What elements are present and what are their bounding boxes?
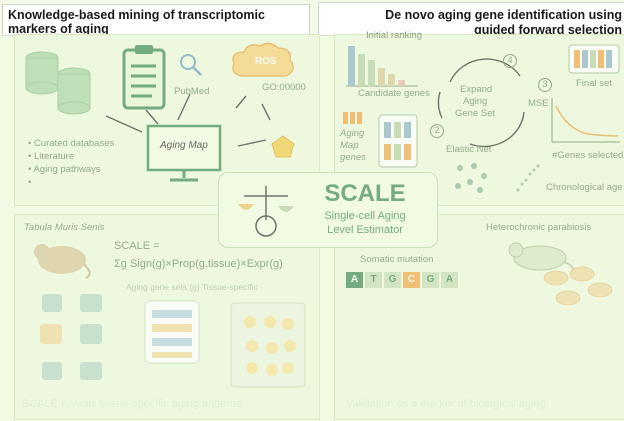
source-item-label: Curated databases <box>33 138 115 149</box>
step-3-label: 3 <box>538 78 552 92</box>
base-cell: G <box>384 272 401 288</box>
genes-selected-label: #Genes selected <box>552 150 624 161</box>
parabiosis-label: Heterochronic parabiosis <box>486 222 592 233</box>
parabiosis-mouse-icon <box>508 242 574 275</box>
top-right-header-box <box>318 2 624 36</box>
aging-map-genes-label: Aging Map genes <box>340 128 366 163</box>
ros-cloud-icon <box>232 42 294 77</box>
top-right-title: De novo aging gene identification using … <box>385 8 622 37</box>
database-icon <box>25 51 91 115</box>
heatmap-card-1 <box>144 300 200 364</box>
ros-label: ROS <box>255 56 277 67</box>
base-cell: C <box>403 272 420 288</box>
source-item: • <box>28 177 32 188</box>
bottom-left-caption: SCALE reveals tissue-specific aging patt… <box>22 398 242 410</box>
source-list: • Curated databases • Literature • Aging… <box>28 138 114 188</box>
final-set-label: Final set <box>576 78 612 89</box>
gene-set-card-left <box>378 114 418 168</box>
aging-map-genes-icon <box>343 112 362 124</box>
aging-map-label: Aging Map <box>160 140 208 151</box>
somatic-mutation-label: Somatic mutation <box>360 254 434 265</box>
mouse-icon <box>34 244 91 279</box>
base-sequence: A T G C G A <box>346 272 458 288</box>
initial-ranking-chart <box>346 46 418 87</box>
top-left-header-box <box>2 4 310 36</box>
base-cell: T <box>365 272 382 288</box>
scale-subtitle-line1: Single-cell Aging <box>324 210 406 222</box>
pentagon-icon <box>271 135 295 158</box>
top-left-title: Knowledge-based mining of transcriptomic… <box>8 8 265 36</box>
base-cell: A <box>346 272 363 288</box>
chronological-age-label: Chronological age <box>546 182 623 193</box>
panel-bottom-right <box>334 214 624 420</box>
tissue-grid-icon <box>40 294 102 380</box>
initial-ranking-label: Initial ranking <box>366 30 422 41</box>
step-4-label: 4 <box>503 54 517 68</box>
elastic-net-label: Elastic Net <box>446 144 492 155</box>
candidate-genes-label: Candidate genes <box>358 88 430 99</box>
formula-line1: SCALE = <box>114 240 160 252</box>
base-cell: A <box>441 272 458 288</box>
expand-line3: Gene Set <box>455 108 496 119</box>
bottom-right-caption: Validation as a marker of biological agi… <box>346 398 546 410</box>
network-icon <box>455 163 487 193</box>
formula-faded-line: Aging gene sets (g) Tissue-specific <box>126 282 258 292</box>
heatmap-card-2 <box>230 302 306 388</box>
scale-center-box <box>218 172 438 248</box>
mse-label: MSE <box>528 98 549 109</box>
source-item: • Aging pathways <box>28 164 101 175</box>
step-2-label: 2 <box>430 124 444 138</box>
expand-cycle-arrows <box>437 58 525 148</box>
source-item: • Curated databases <box>28 138 115 149</box>
pubmed-label: PubMed <box>174 86 210 97</box>
go-label: GO:00000 <box>262 82 306 93</box>
final-set-card <box>568 44 620 74</box>
source-item-label: Literature <box>33 151 75 162</box>
scale-title: SCALE <box>324 180 406 207</box>
arrows-top-left <box>105 93 271 147</box>
tabula-muris-label: Tabula Muris Senis <box>24 222 105 233</box>
expand-line1: Expand <box>460 84 493 95</box>
balance-scale-icon <box>238 186 294 237</box>
expand-line2: Aging <box>463 96 488 107</box>
aging-map-monitor-icon <box>146 124 222 182</box>
chronological-age-chart <box>516 164 540 192</box>
clipboard-icon <box>122 45 166 110</box>
base-cell: G <box>422 272 439 288</box>
mse-curve-chart <box>551 98 620 143</box>
formula-line2: Σg Sign(g)×Prop(g,tissue)×Expr(g) <box>114 258 283 270</box>
scale-subtitle-line2: Level Estimator <box>327 224 403 236</box>
mouse-cluster-icon <box>543 266 613 306</box>
source-item-label: Aging pathways <box>33 164 101 175</box>
source-item: • Literature <box>28 151 75 162</box>
magnifier-icon <box>180 54 202 76</box>
